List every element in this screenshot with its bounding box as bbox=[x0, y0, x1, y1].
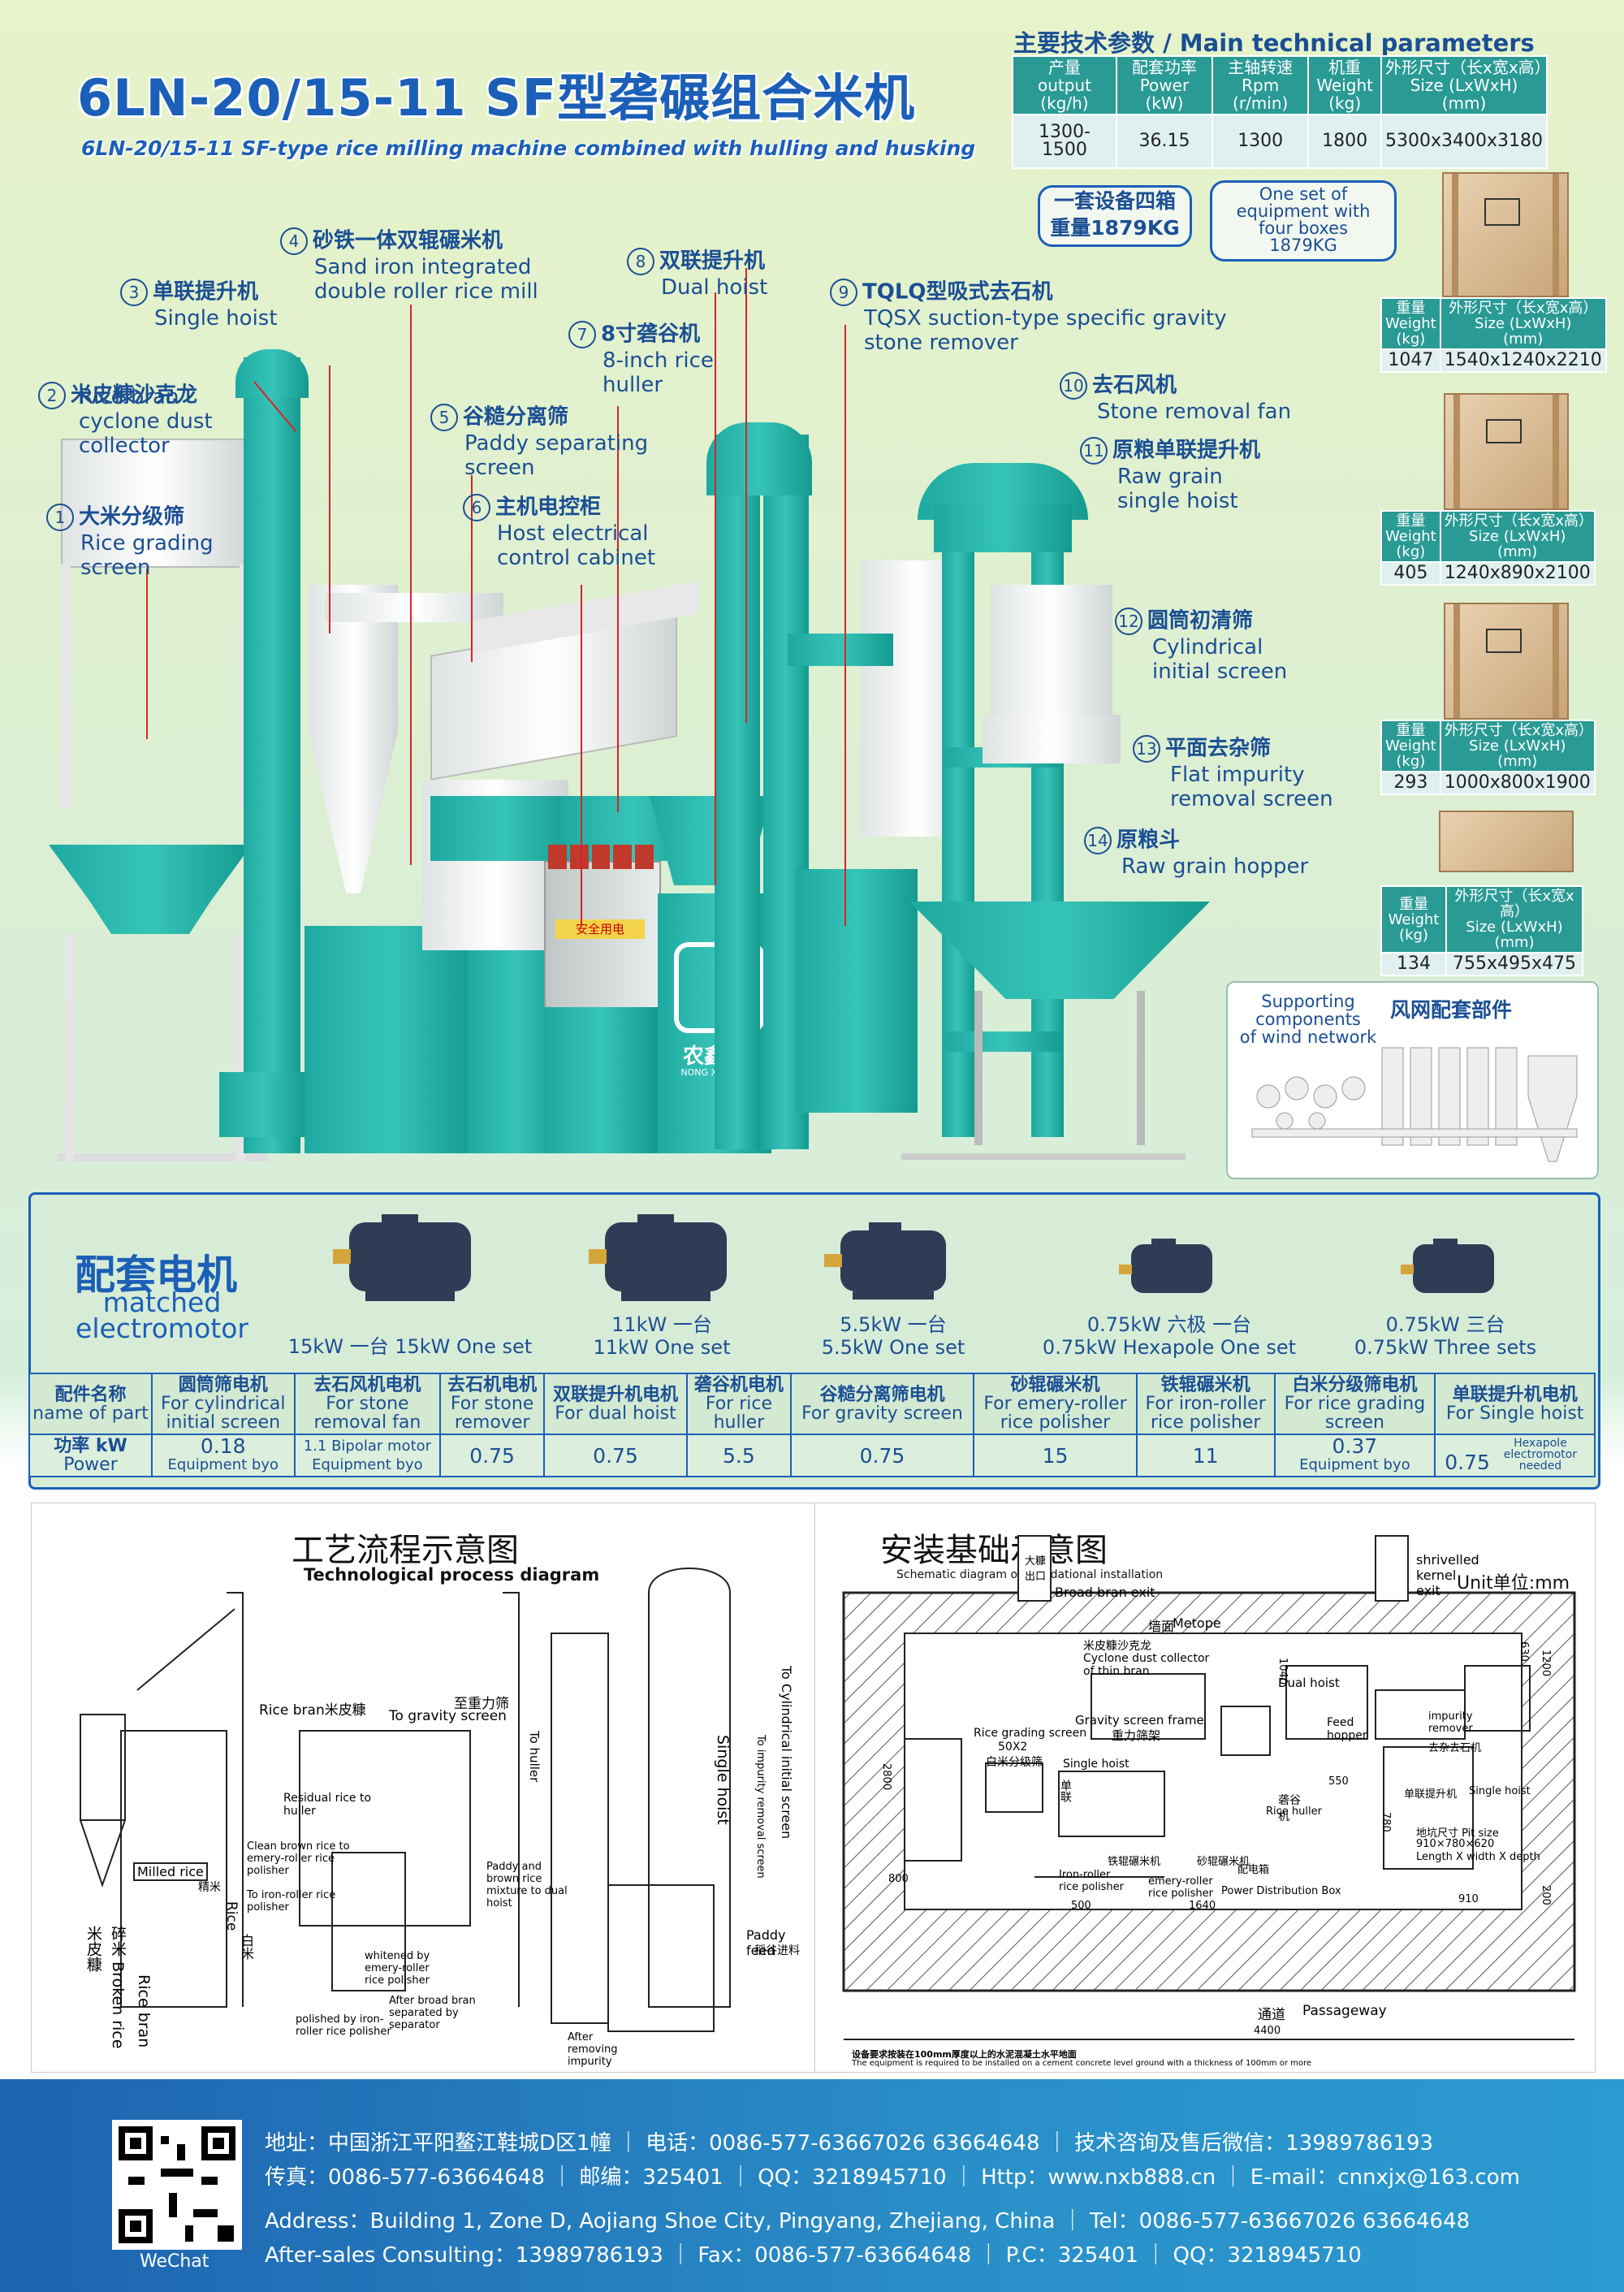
duct-parts-icon bbox=[1251, 1047, 1578, 1162]
tech-value-output: 1300-1500 bbox=[1012, 114, 1117, 169]
crate-icon bbox=[1442, 172, 1569, 297]
motor-icon bbox=[333, 1214, 471, 1301]
rice-mill-left bbox=[304, 926, 475, 1153]
box-size: 755x495x475 bbox=[1445, 952, 1583, 976]
process-diagram: 工艺流程示意图 Technological process diagram Ri… bbox=[31, 1503, 816, 2073]
wind-network-cn: 风网配套部件 bbox=[1390, 998, 1513, 1022]
motor-icon bbox=[824, 1222, 946, 1300]
box-size: 1000x800x1900 bbox=[1439, 771, 1596, 795]
footer-line-4: After-sales Consulting：13989786193 ｜ Fax… bbox=[265, 2243, 1362, 2268]
footer-line-1: 地址：中国浙江平阳鳌江鞋城D区1幢 ｜ 电话：0086-577-63667026… bbox=[265, 2131, 1434, 2156]
tech-header-size: 外形尺寸（长x宽x高）Size (LxWxH)(mm) bbox=[1380, 55, 1551, 115]
box-weight: 293 bbox=[1380, 771, 1441, 795]
motor-title-cn: 配套电机 bbox=[75, 1252, 237, 1299]
dual-hoist-left bbox=[715, 435, 760, 1149]
foundation-title-cn: 安装基础示意图 bbox=[880, 1532, 1108, 1569]
crate-icon bbox=[1439, 811, 1574, 872]
single-hoist-column bbox=[244, 357, 300, 1153]
box-weight: 134 bbox=[1380, 952, 1447, 976]
process-title-cn: 工艺流程示意图 bbox=[292, 1532, 519, 1569]
foundation-drawing bbox=[842, 1535, 1576, 2040]
footer-line-2: 传真：0086-577-63664648 ｜ 邮编：325401 ｜ QQ：32… bbox=[265, 2165, 1520, 2190]
motor-icon bbox=[1401, 1239, 1494, 1293]
box-weight: 1047 bbox=[1380, 348, 1441, 373]
footer-line-3: Address：Building 1, Zone D, Aojiang Shoe… bbox=[265, 2209, 1471, 2234]
page-subtitle: 6LN-20/15-11 SF-type rice milling machin… bbox=[81, 136, 976, 160]
flat-impurity-screen bbox=[983, 715, 1121, 763]
cylindrical-screen bbox=[991, 585, 1112, 715]
page-title: 6LN-20/15-11 SF型砻碾组合米机 bbox=[77, 68, 916, 128]
tech-value-power: 36.15 bbox=[1115, 114, 1214, 169]
tech-value-weight: 1800 bbox=[1307, 114, 1382, 169]
boxes-cn-pill: 一套设备四箱重量1879KG bbox=[1038, 185, 1192, 247]
footer bbox=[0, 2079, 1624, 2292]
crate-icon bbox=[1444, 603, 1569, 720]
box-size: 1540x1240x2210 bbox=[1439, 348, 1607, 373]
box-size: 1240x890x2100 bbox=[1439, 561, 1596, 586]
process-diagram-drawing bbox=[80, 1568, 731, 2032]
qr-code-icon bbox=[112, 2120, 242, 2250]
tech-params-heading: 主要技术参数 / Main technical parameters bbox=[1013, 29, 1535, 57]
motor-label-15kw: 15kW 一台 15kW One set bbox=[287, 1335, 533, 1358]
wechat-label: WeChat bbox=[140, 2251, 209, 2272]
crate-icon bbox=[1444, 393, 1569, 510]
foundation-diagram: 安装基础示意图 Schematic diagram of foundationa… bbox=[814, 1503, 1596, 2073]
process-title-en: Technological process diagram bbox=[304, 1565, 600, 1585]
tech-value-rpm: 1300 bbox=[1212, 114, 1310, 169]
motor-icon bbox=[1119, 1239, 1212, 1293]
unit-label: Unit单位:mm bbox=[1457, 1573, 1570, 1594]
rice-grading-screen-body bbox=[61, 439, 251, 568]
control-cabinet: 安全用电 bbox=[544, 861, 661, 1010]
box-weight: 405 bbox=[1380, 561, 1441, 586]
tech-value-size: 5300x3400x3180 bbox=[1380, 114, 1548, 169]
machine-illustration: 安全用电 农鑫宝 NONG XIN BAO bbox=[16, 341, 1234, 1170]
safety-sign: 安全用电 bbox=[555, 919, 645, 939]
motor-icon bbox=[589, 1214, 727, 1301]
